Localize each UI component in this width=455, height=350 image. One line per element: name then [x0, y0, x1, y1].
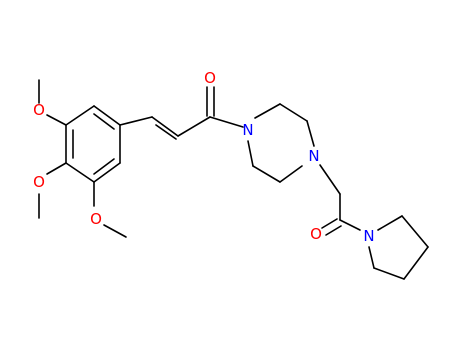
oxygen-carbonyl-2: O: [310, 225, 322, 243]
nitrogen-piperazine-1: N: [242, 121, 253, 139]
oxygen-carbonyl-1: O: [204, 69, 216, 87]
bond-ring-2: [93, 162, 121, 183]
bond-pyr-4: [373, 267, 405, 280]
bond-pyr-1: [377, 215, 403, 231]
nitrogen-piperazine-4: N: [308, 147, 319, 165]
bond-carbonyl-2-b: [325, 225, 342, 236]
oxygen-methoxy-mid: O: [33, 173, 45, 191]
bond-ring-5: [65, 105, 95, 126]
bond-ring-6: [93, 105, 121, 126]
bond-pyr-2: [401, 215, 429, 248]
bond-pip-2: [279, 103, 308, 122]
bond-pip-6: [247, 140, 254, 167]
bond-pip-3: [306, 120, 315, 147]
bond-pip-4: [279, 165, 303, 183]
bond-n-ch2: [319, 164, 341, 195]
bond-vinyl-double-inner: [155, 124, 177, 140]
bond-vinyl-carbonyl: [177, 116, 211, 137]
bond-ring-2-inner: [93, 158, 115, 175]
bond-carbonyl-n: [209, 116, 244, 128]
bond-ring-vinyl: [119, 116, 153, 126]
nitrogen-pyrrolidine: N: [363, 227, 374, 245]
bonds: [38, 79, 429, 280]
bond-pip-5: [252, 165, 281, 183]
bond-ring-6-inner: [93, 113, 115, 130]
bond-c-o-mid: [46, 162, 67, 175]
oxygen-methoxy-top: O: [33, 101, 45, 119]
bond-pyr-5: [368, 246, 375, 269]
bond-pip-1: [254, 103, 281, 119]
oxygen-methoxy-bot: O: [90, 210, 102, 228]
bond-c-o-top: [46, 114, 67, 126]
bond-ring-3: [65, 162, 95, 183]
bond-o-ch3-bot: [103, 224, 127, 238]
atom-labels: O O O O N N O N: [33, 69, 375, 245]
bond-pyr-3: [403, 246, 429, 280]
bond-carbonyl-2-a: [321, 218, 338, 229]
bond-vinyl-double: [151, 116, 179, 137]
bond-carbonyl-pyrrolidine: [339, 219, 361, 231]
